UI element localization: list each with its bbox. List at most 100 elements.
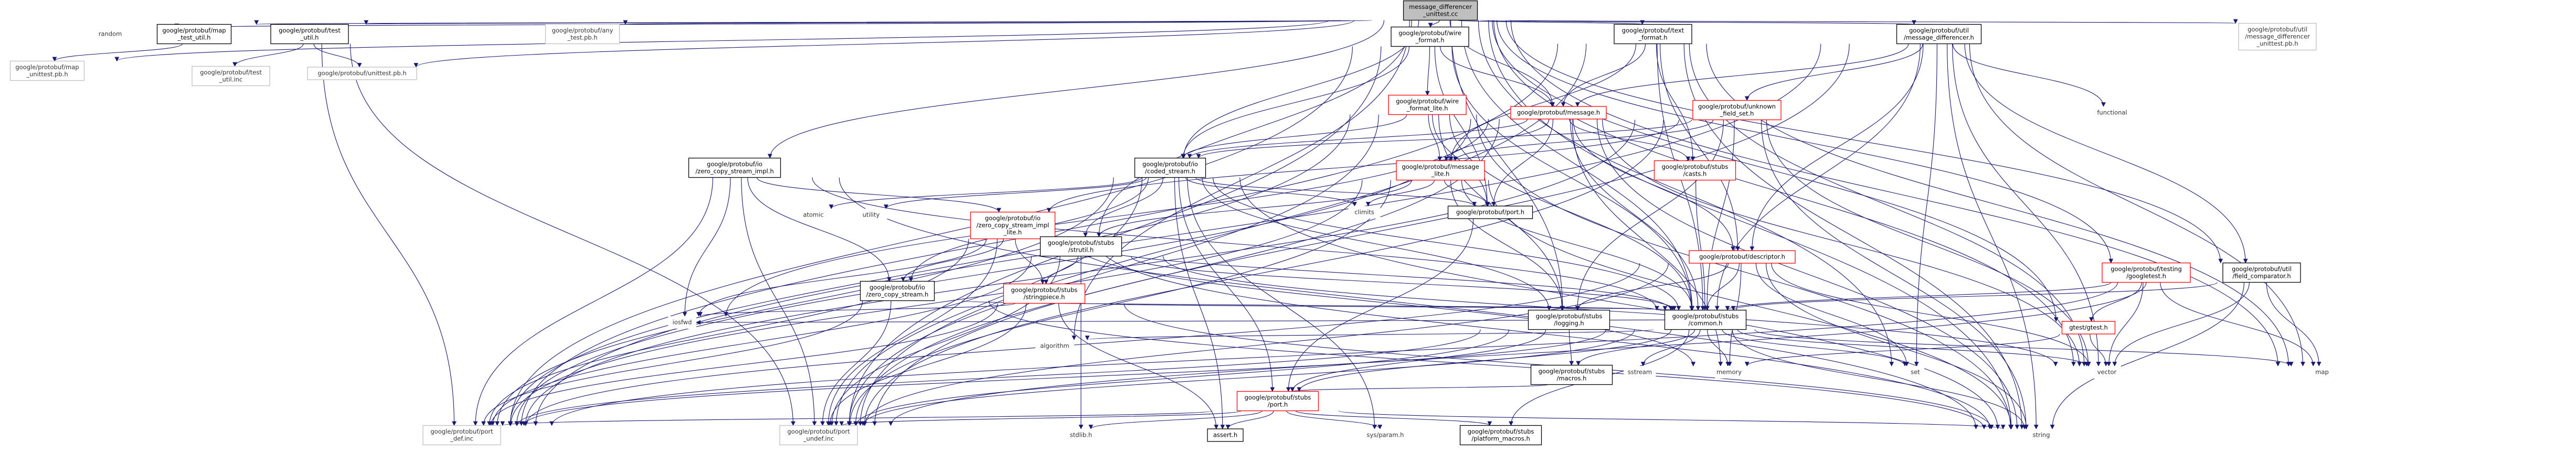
- node-label-line: stdlib.h: [1070, 431, 1092, 439]
- node-port-undef[interactable]: google/protobuf/port_undef.inc: [779, 425, 858, 446]
- node-memory[interactable]: memory: [1715, 366, 1743, 379]
- node-random[interactable]: random: [96, 28, 124, 40]
- node-sstream[interactable]: sstream: [1624, 366, 1656, 379]
- node-label-line: _util.inc: [219, 76, 242, 83]
- node-iosfwd[interactable]: iosfwd: [668, 316, 696, 329]
- edge-util-md-to-port-def: [533, 44, 1821, 426]
- edge-message-lite-to-logging: [1450, 180, 1565, 311]
- edge-wire-format-lite-to-message-lite: [1428, 114, 1443, 161]
- node-set[interactable]: set: [1906, 366, 1924, 379]
- node-googletest[interactable]: google/protobuf/testing/googletest.h: [2102, 262, 2191, 283]
- edge-text-format-to-vector: [1689, 44, 2087, 366]
- node-box: [422, 425, 501, 446]
- node-text-format[interactable]: google/protobuf/text_format.h: [1614, 24, 1692, 45]
- edge-wire-format-lite-to-string: [1476, 114, 2013, 429]
- node-box: [1715, 366, 1743, 379]
- node-box: [1653, 160, 1736, 181]
- edge-wire-format-lite-to-port-undef: [846, 114, 1379, 426]
- edge-stubs-port-to-assert: [1225, 411, 1274, 429]
- node-map-unittest[interactable]: google/protobuf/map_unittest.pb.h: [9, 60, 85, 81]
- node-label-line: message_differencer: [1409, 3, 1472, 10]
- node-map[interactable]: map: [2313, 366, 2331, 379]
- edge-gtest-to-vector: [2090, 333, 2108, 366]
- node-label-line: /message_differencer.h: [1904, 34, 1974, 41]
- node-zcs[interactable]: google/protobuf/io/zero_copy_stream.h: [860, 280, 935, 301]
- node-port-h[interactable]: google/protobuf/port.h: [1447, 206, 1533, 219]
- node-coded-stream[interactable]: google/protobuf/io/coded_stream.h: [1134, 157, 1206, 178]
- node-vector[interactable]: vector: [2093, 366, 2121, 379]
- node-zcs-impl-lite[interactable]: google/protobuf/io/zero_copy_stream_impl…: [970, 211, 1056, 240]
- edge-common-to-map: [1754, 329, 2294, 366]
- edge-root-to-set: [1478, 20, 1894, 366]
- edge-root-to-text-format: [1457, 19, 1645, 25]
- edge-coded-stream-to-port-def: [495, 177, 1114, 426]
- node-macros[interactable]: google/protobuf/stubs/macros.h: [1530, 364, 1613, 385]
- node-box: [2238, 23, 2317, 51]
- edge-field-comparator-to-string: [2050, 282, 2244, 429]
- node-test-util-inc[interactable]: google/protobuf/test_util.inc: [192, 66, 270, 87]
- node-label-line: google/protobuf/stubs: [1672, 312, 1739, 320]
- node-root[interactable]: message_differencer_unittest.cc: [1403, 0, 1478, 21]
- node-common[interactable]: google/protobuf/stubs/common.h: [1664, 309, 1747, 330]
- node-map-test-util[interactable]: google/protobuf/map_test_util.h: [156, 24, 232, 45]
- edge-zero-copy-impl-to-common: [812, 177, 1659, 311]
- node-label-line: google/protobuf/test: [200, 69, 262, 76]
- node-label-line: google/protobuf/message.h: [1517, 109, 1600, 116]
- node-utility[interactable]: utility: [855, 209, 887, 221]
- node-atomic[interactable]: atomic: [799, 209, 828, 221]
- node-box: [2091, 106, 2134, 119]
- node-label-line: algorithm: [1040, 342, 1069, 350]
- node-assert[interactable]: assert.h: [1207, 428, 1244, 442]
- node-any-test[interactable]: google/protobuf/any_test.pb.h: [545, 24, 620, 45]
- node-box: [1348, 206, 1381, 219]
- node-message-h[interactable]: google/protobuf/message.h: [1510, 106, 1607, 120]
- edge-message-lite-to-port-undef: [847, 180, 1391, 426]
- node-unknown-field[interactable]: google/protobuf/unknown_field_set.h: [1692, 100, 1782, 121]
- node-stubs-strutil[interactable]: google/protobuf/stubs/strutil.h: [1040, 236, 1122, 257]
- node-climits[interactable]: climits: [1348, 206, 1381, 219]
- node-md-unittest[interactable]: google/protobuf/util/message_differencer…: [2238, 23, 2317, 51]
- node-descriptor[interactable]: google/protobuf/descriptor.h: [1689, 250, 1796, 264]
- node-platform-macros[interactable]: google/protobuf/stubs/platform_macros.h: [1459, 425, 1542, 446]
- edge-zero-copy-impl-to-iosfwd: [682, 177, 731, 317]
- edge-gtest-to-memory: [1745, 333, 2060, 366]
- node-label-line: google/protobuf/util: [2248, 26, 2307, 33]
- node-test-util[interactable]: google/protobuf/test_util.h: [270, 24, 349, 45]
- edge-root-to-common: [1461, 20, 1695, 311]
- node-sys-param[interactable]: sys/param.h: [1362, 429, 1408, 441]
- node-port-def[interactable]: google/protobuf/port_def.inc: [422, 425, 501, 446]
- node-stdlib[interactable]: stdlib.h: [1063, 429, 1099, 441]
- node-functional[interactable]: functional: [2091, 106, 2134, 119]
- node-box: [860, 280, 935, 301]
- edge-zcs-impl-lite-to-zcs: [900, 239, 1004, 282]
- node-label-line: google/protobuf/port: [787, 428, 850, 435]
- node-zero-copy-impl[interactable]: google/protobuf/io/zero_copy_stream_impl…: [688, 157, 781, 178]
- node-label-line: /logging.h: [1554, 320, 1584, 327]
- edge-coded-stream-to-stubs-strutil: [1083, 177, 1163, 238]
- node-label-line: google/protobuf/unknown: [1698, 103, 1776, 110]
- node-stubs-port[interactable]: google/protobuf/stubs/port.h: [1236, 391, 1319, 412]
- node-gtest[interactable]: gtest/gtest.h: [2061, 321, 2116, 334]
- node-string[interactable]: string: [2027, 429, 2055, 441]
- node-algorithm[interactable]: algorithm: [1035, 340, 1074, 352]
- edge-common-to-stubs-port: [1297, 329, 1672, 392]
- node-label-line: /common.h: [1689, 320, 1723, 327]
- node-field-comparator[interactable]: google/protobuf/util/field_comparator.h: [2222, 262, 2301, 283]
- node-label-line: google/protobuf/port: [430, 428, 493, 435]
- node-label-line: /googletest.h: [2126, 273, 2166, 280]
- node-stringpiece[interactable]: google/protobuf/stubs/stringpiece.h: [1003, 283, 1086, 304]
- node-logging[interactable]: google/protobuf/stubs/logging.h: [1528, 309, 1610, 330]
- edge-root-to-vector: [1493, 20, 2076, 366]
- node-casts[interactable]: google/protobuf/stubs/casts.h: [1653, 160, 1736, 181]
- edge-googletest-to-vector: [2106, 282, 2144, 366]
- edge-wire-format-to-coded-stream: [1181, 46, 1409, 159]
- node-box: [1906, 366, 1924, 379]
- node-wire-format[interactable]: google/protobuf/wire_format.h: [1391, 26, 1469, 47]
- node-wire-format-lite[interactable]: google/protobuf/wire_format_lite.h: [1388, 94, 1467, 115]
- node-label-line: /zero_copy_stream_impl.h: [695, 168, 773, 175]
- edge-test-util-to-unittest-pb: [313, 44, 362, 68]
- node-message-lite[interactable]: google/protobuf/message_lite.h: [1396, 160, 1485, 181]
- node-label-line: google/protobuf/stubs: [1536, 312, 1603, 320]
- node-unittest-pb[interactable]: google/protobuf/unittest.pb.h: [307, 67, 417, 80]
- node-util-md[interactable]: google/protobuf/util/message_differencer…: [1896, 24, 1982, 45]
